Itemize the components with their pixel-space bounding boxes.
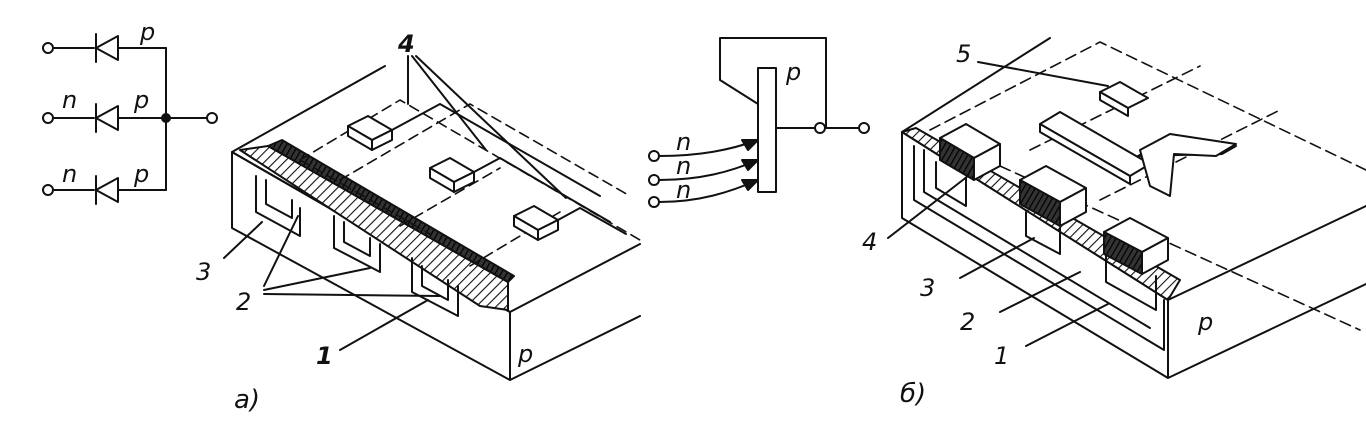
substrate-a (231, 65, 641, 381)
transistor-schematic (648, 37, 870, 208)
leader-1 (339, 299, 429, 351)
panel-a-structure (223, 55, 641, 381)
diode-3 (95, 175, 119, 205)
leader-5 (977, 61, 1109, 87)
leader-4-b (887, 175, 969, 239)
terminal-3 (42, 184, 54, 196)
leader-3 (223, 221, 263, 259)
junction-dot (161, 113, 171, 123)
emitter-region-3 (1105, 249, 1157, 311)
anode-label-3: p (133, 160, 149, 188)
leader-2b (263, 267, 371, 291)
metal-interconnect-b (1039, 81, 1237, 197)
leader-2c (263, 293, 441, 297)
emitter-region-2 (1025, 211, 1061, 255)
emitter-terminal-3 (648, 196, 660, 208)
callout-4-a: 4 (397, 30, 415, 58)
contact-pad-a3 (513, 205, 627, 241)
diode-1 (95, 33, 119, 63)
contact-pad-a1 (347, 103, 601, 197)
substrate-label-b: p (1197, 308, 1213, 336)
terminal-common (206, 112, 218, 124)
leader-4c (415, 55, 567, 199)
collector-region (913, 145, 1165, 351)
diode-schematic-left (42, 33, 218, 205)
emitter-label-1: n (676, 128, 691, 156)
leader-3-b (959, 237, 1035, 279)
callout-4-b: 4 (862, 228, 877, 256)
contact-block-b2 (1019, 165, 1087, 227)
oxide-layer-a (239, 145, 509, 311)
panel-b-structure (887, 37, 1366, 379)
n-region-1 (255, 175, 301, 237)
emitter-terminal-1 (648, 150, 660, 162)
anode-label-2: p (133, 86, 149, 114)
emitter-label-3: n (676, 176, 691, 204)
contact-block-b1 (939, 123, 1001, 181)
cathode-label-2: n (62, 86, 77, 114)
base-junction (814, 122, 826, 134)
leader-1-b (1025, 303, 1109, 347)
substrate-b (901, 37, 1366, 379)
emitter-label-2: n (676, 152, 691, 180)
terminal-1 (42, 42, 54, 54)
leader-2a (263, 215, 299, 287)
cathode-label-3: n (62, 160, 77, 188)
base-terminal (858, 122, 870, 134)
leader-4b (411, 55, 487, 151)
callout-2-b: 2 (960, 308, 975, 336)
anode-label-top: p (139, 18, 155, 46)
caption-b: б) (900, 379, 926, 409)
callout-3-a: 3 (196, 258, 211, 286)
emitter-terminal-2 (648, 174, 660, 186)
diode-2 (95, 103, 119, 133)
leader-2-b (999, 271, 1081, 313)
caption-a: а) (234, 385, 260, 415)
callout-1-a: 1 (316, 342, 333, 370)
callout-2-a: 2 (236, 288, 251, 316)
callout-5-b: 5 (956, 40, 971, 68)
n-region-3 (411, 257, 459, 317)
emitter-region-1 (935, 161, 967, 207)
contact-pad-a2 (429, 157, 611, 223)
substrate-label-a: p (517, 340, 533, 368)
terminal-2 (42, 112, 54, 124)
callout-1-b: 1 (994, 342, 1009, 370)
base-label: p (785, 58, 801, 86)
contact-block-b3 (1103, 217, 1169, 275)
base-bar (757, 67, 777, 193)
n-region-2 (333, 215, 381, 273)
callout-3-b: 3 (920, 274, 935, 302)
